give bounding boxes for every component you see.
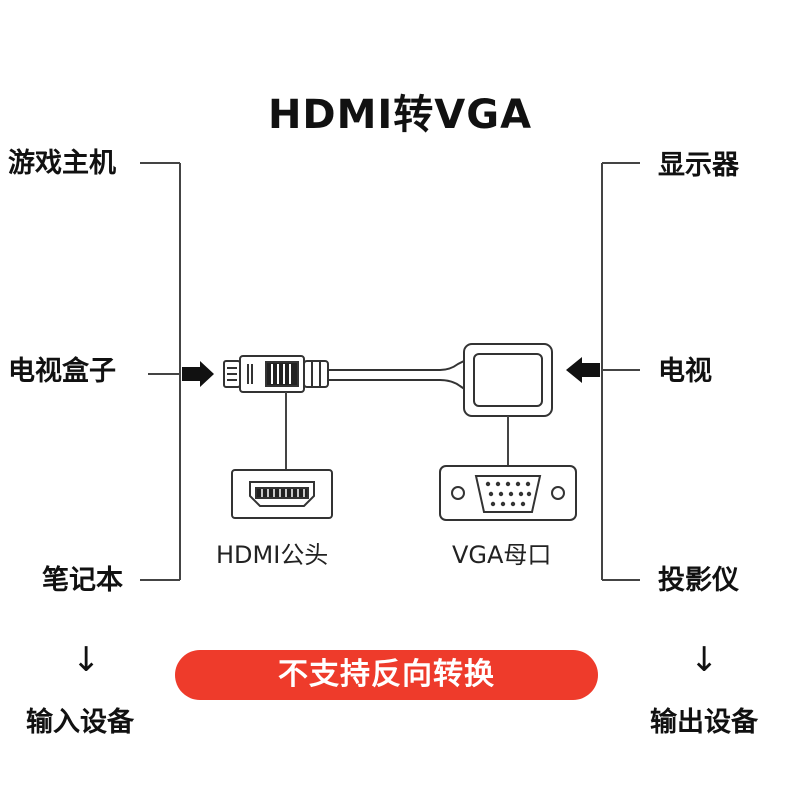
arrow-left-icon	[566, 357, 600, 383]
page-title: HDMI转VGA	[267, 92, 533, 138]
input-device-game-console: 游戏主机	[8, 148, 116, 179]
input-devices-summary: 输入设备	[26, 707, 134, 738]
hdmi-connector-label: HDMI公头	[216, 541, 329, 569]
output-devices-summary: 输出设备	[650, 707, 758, 738]
hdmi-plug	[223, 355, 329, 393]
vga-connector-label: VGA母口	[452, 541, 552, 569]
arrow-down-icon: ↓	[690, 640, 719, 680]
left-bracket	[140, 162, 181, 581]
hdmi-port-illustration	[231, 469, 333, 519]
input-device-laptop: 笔记本	[42, 565, 123, 596]
no-reverse-conversion-banner: 不支持反向转换	[175, 650, 598, 700]
vga-pins	[485, 481, 532, 507]
arrow-down-icon: ↓	[72, 640, 101, 680]
output-device-monitor: 显示器	[658, 150, 739, 181]
right-bracket	[601, 162, 640, 581]
adapter-cable	[328, 359, 467, 391]
output-device-projector: 投影仪	[658, 565, 739, 596]
output-device-tv: 电视	[658, 356, 712, 387]
vga-port-illustration	[439, 465, 577, 521]
arrow-right-icon	[182, 361, 214, 387]
vga-adapter-box	[463, 343, 553, 417]
input-device-tv-box: 电视盒子	[8, 356, 116, 387]
